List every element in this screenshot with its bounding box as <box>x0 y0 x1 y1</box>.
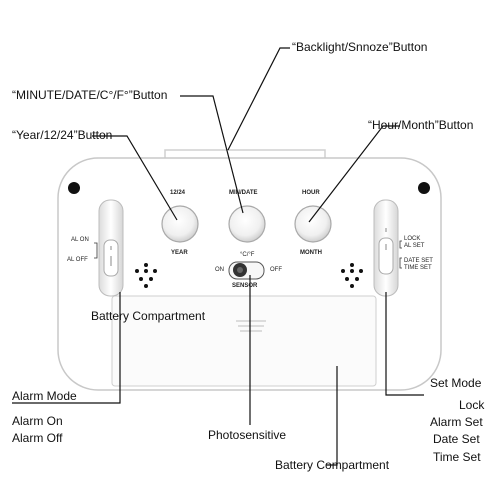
speaker-grille-right <box>341 263 363 288</box>
label-hour: HOUR <box>302 190 320 196</box>
label-al-on: AL ON <box>71 237 89 243</box>
label-year: YEAR <box>171 250 188 256</box>
label-month: MONTH <box>300 250 322 256</box>
speaker-grille-left <box>135 263 157 288</box>
time-set-callout: Time Set <box>433 450 481 464</box>
alarm-mode-callout: Alarm Mode <box>12 389 77 403</box>
alarm-set-callout: Alarm Set <box>430 415 483 429</box>
label-time-set: TIME SET <box>404 265 432 271</box>
year-1224-button <box>161 205 199 243</box>
label-sensor-off: OFF <box>270 267 282 273</box>
battery-compartment-top-callout: Battery Compartment <box>91 309 206 323</box>
backlight-snooze-callout: “Backlight/Snnoze”Button <box>292 40 428 54</box>
screw-left <box>68 182 80 194</box>
label-cf: °C/°F <box>240 252 255 258</box>
label-1224: 12/24 <box>170 190 186 196</box>
screw-right <box>418 182 430 194</box>
alarm-off-callout: Alarm Off <box>12 431 63 445</box>
set-mode-switch-knob <box>378 237 394 275</box>
set-mode-callout: Set Mode <box>430 376 482 390</box>
label-sensor-on: ON <box>215 267 224 273</box>
year-1224-callout: “Year/12/24”Button <box>12 128 113 142</box>
label-sensor: SENSOR <box>232 283 258 289</box>
battery-compartment-panel <box>111 295 377 387</box>
callout-lines <box>12 47 424 466</box>
label-al-off: AL OFF <box>67 257 88 263</box>
alarm-on-callout: Alarm On <box>12 414 63 428</box>
label-min-date: MIN/DATE <box>229 190 258 196</box>
minute-date-callout: “MINUTE/DATE/C°/F°”Button <box>12 88 168 102</box>
clock-top-edge <box>164 149 326 158</box>
label-al-set: AL SET <box>404 243 425 249</box>
photosensitive-callout: Photosensitive <box>208 428 287 442</box>
date-set-callout: Date Set <box>433 432 480 446</box>
hour-month-button <box>294 205 332 243</box>
label-lock: LOCK <box>404 236 421 242</box>
label-date-set: DATE SET <box>404 258 433 264</box>
battery-compartment-bottom-callout: Battery Compartment <box>275 458 390 472</box>
min-date-button <box>228 205 266 243</box>
lock-callout: Lock <box>459 398 485 412</box>
hour-month-callout: “Hour/Month”Button <box>368 118 474 132</box>
